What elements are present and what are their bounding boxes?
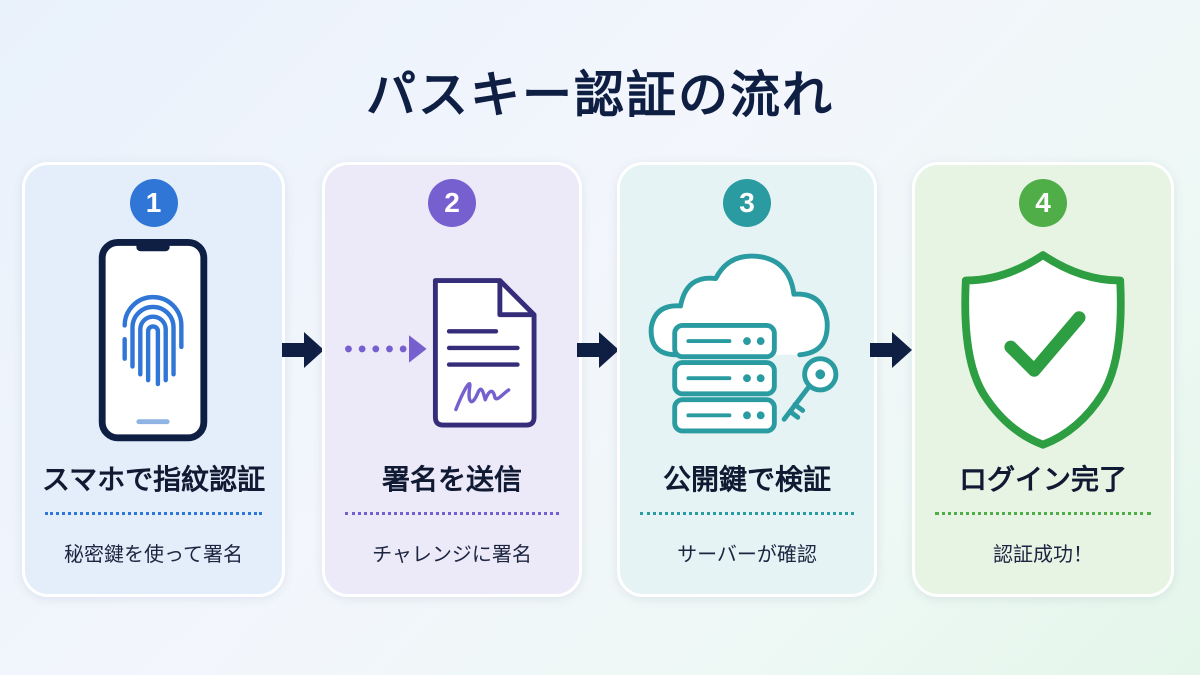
- step-label: ログイン完了: [958, 463, 1127, 496]
- step-description: 秘密鍵を使って署名: [64, 542, 243, 566]
- key-icon: [781, 356, 839, 422]
- step-card-1: 1 スマホで指紋認証 秘密鍵を使って署名: [22, 162, 285, 597]
- signed-document-icon: [345, 278, 537, 428]
- dotted-divider: [640, 512, 854, 515]
- shield-check-icon: [961, 251, 1125, 449]
- dotted-divider: [935, 512, 1151, 515]
- step-label: 署名を送信: [381, 463, 522, 496]
- step-label: 公開鍵で検証: [662, 463, 831, 496]
- dotted-divider: [45, 512, 262, 515]
- dotted-divider: [345, 512, 559, 515]
- step-number-badge: 4: [1019, 179, 1067, 227]
- step-card-4: 4 ログイン完了 認証成功！: [912, 162, 1174, 597]
- dotted-arrow-icon: [345, 335, 427, 363]
- step-number-badge: 1: [129, 179, 178, 227]
- step-description: チャレンジに署名: [372, 542, 532, 566]
- step-card-3: 3 公開鍵で検証 サーバーが確認: [617, 162, 877, 597]
- step-number-badge: 3: [723, 179, 771, 227]
- step-number-badge: 2: [428, 179, 476, 227]
- cloud-server-key-icon: [648, 253, 839, 434]
- arrow-right-icon: [577, 332, 619, 368]
- step-card-2: 2 署名を送信 チャレンジに署名: [322, 162, 582, 597]
- diagram-title: パスキー認証の流れ: [366, 66, 834, 124]
- step-description: 認証成功！: [993, 542, 1093, 566]
- arrow-right-icon: [870, 332, 912, 368]
- step-description: サーバーが確認: [677, 542, 817, 566]
- smartphone-fingerprint-icon: [98, 238, 208, 442]
- step-label: スマホで指紋認証: [41, 463, 266, 496]
- arrow-right-icon: [282, 332, 324, 368]
